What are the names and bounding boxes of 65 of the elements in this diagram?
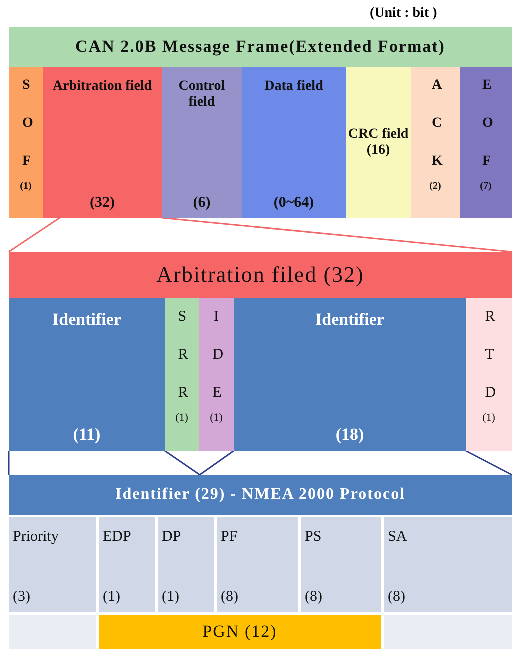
bit-field-block [217,517,298,612]
header-band [9,475,512,515]
zoom-line [164,450,200,476]
field-name: Data field [264,79,324,95]
field-name: EDP [103,529,132,546]
bit-field-block [9,67,43,218]
bit-field-block [162,67,242,218]
zoom-line [200,450,234,476]
bit-count: (1) [210,412,223,424]
bit-count: (7) [480,181,492,192]
field-name: Identifier [316,310,384,330]
bit-field-block [165,298,199,451]
bit-field-block [9,298,165,451]
bit-field-block [9,517,96,612]
bit-count: (2) [430,181,442,192]
bit-count: (0~64) [274,195,314,212]
bit-count: (1) [20,181,32,192]
field-name: PF [221,529,238,546]
bit-field-block [411,67,460,218]
bit-field-block [158,517,214,612]
bit-field-block [234,298,466,451]
bit-field-block [199,298,234,451]
bit-count: (1) [176,412,188,424]
bit-count: (8) [388,589,406,606]
bit-field-block [460,67,512,218]
band-title: PGN (12) [202,622,278,642]
zoom-line [8,217,60,253]
bit-count: (8) [305,589,322,606]
field-name: SA [388,529,408,546]
unit-note: (Unit : bit ) [370,6,438,22]
field-name: RTD [485,308,493,403]
field-name: Control field [178,79,226,111]
zoom-line [466,450,512,476]
field-name: Arbitration field [52,79,152,95]
field-name: DP [162,529,182,546]
field-name: Identifier [52,310,122,330]
bit-field-block [301,517,381,612]
bit-field-block [43,67,162,218]
bit-count: (1) [482,412,496,424]
band-title: CAN 2.0B Message Frame(Extended Format) [76,37,446,57]
bit-count: (1) [103,589,120,606]
zoom-line [162,217,512,253]
bit-count: (11) [73,425,101,445]
field-name: Priority [13,529,59,546]
field-name: PS [305,529,322,546]
bit-count: (3) [13,589,30,606]
bit-field-block [242,67,346,218]
bit-count: (8) [221,589,238,606]
bit-field-block [466,298,512,451]
bit-count: (18) [336,425,364,445]
band-title: CRC field (16) [347,126,410,158]
band-title: Identifier (29) - NMEA 2000 Protocol [115,486,406,504]
field-name: IDE [212,308,220,403]
zoom-line [8,451,10,475]
header-band [9,252,512,298]
bit-count: (1) [162,589,180,606]
bit-count: (6) [193,195,211,212]
field-name: SRR [178,308,186,403]
bit-field-block [384,517,512,612]
bit-field-block [99,517,155,612]
header-band [346,67,411,218]
header-band [9,27,512,67]
bit-count: (32) [90,195,115,212]
band-title: Arbitration filed (32) [156,262,364,288]
header-band [99,615,381,649]
